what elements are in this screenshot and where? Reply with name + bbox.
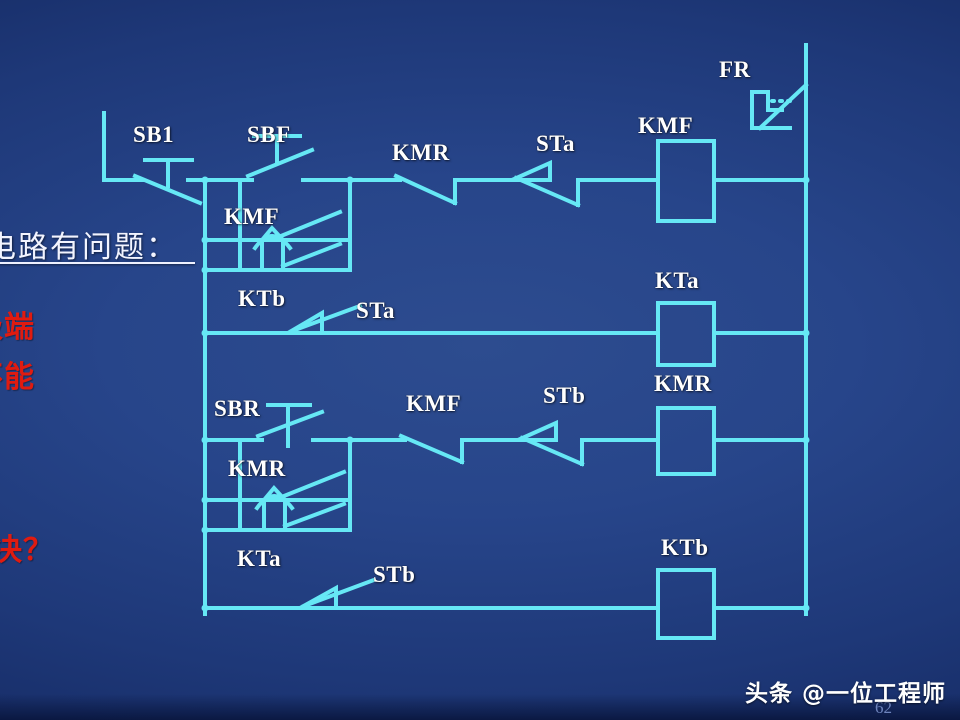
page-title: 电路有问题： (0, 230, 178, 265)
timer3-blade (282, 501, 347, 529)
label-kmr-coil: KMR (654, 371, 712, 396)
note-line-5: 何解决？ (0, 533, 54, 568)
junction-dot (802, 604, 810, 612)
page-number: 62 (875, 698, 892, 717)
sta2-roller-triangle (280, 309, 324, 335)
stb3-roller-triangle (517, 419, 558, 442)
junction-dot (201, 236, 209, 244)
kta-coil-box (656, 301, 716, 367)
junction-dot (201, 496, 209, 504)
sta1-blade (513, 175, 581, 208)
page-title-underline (0, 262, 195, 264)
junction-dot (802, 329, 810, 337)
sb1-blade (132, 173, 203, 206)
note-line-1: 车在两极端 (0, 310, 35, 345)
sta2-blade (289, 303, 363, 334)
label-kmf-contact-rung3: KMF (406, 391, 462, 416)
kmr-nc-blade (393, 173, 458, 206)
timer3-arrow-arc (254, 494, 295, 511)
kmf-nc-blade (398, 433, 465, 465)
sbf-blade (245, 147, 315, 179)
sta1-roller-triangle (511, 159, 552, 182)
label-fr: FR (719, 57, 751, 82)
junction-dot (201, 176, 209, 184)
wire-junctions (201, 176, 810, 612)
stb4-blade (301, 577, 377, 609)
stb4-roller-triangle (292, 584, 338, 610)
junction-dot (201, 329, 209, 337)
label-kta-rung4: KTa (237, 546, 282, 571)
timer1-arrow-arc (252, 234, 293, 251)
label-sta-rung1: STa (536, 131, 576, 156)
label-kta-coil: KTa (655, 268, 700, 293)
label-stb-rung4: STb (373, 562, 416, 587)
kmr-coil-box (656, 406, 716, 476)
watermark: 头条 @一位工程师 (744, 681, 946, 707)
kmr-aux-blade (281, 469, 347, 499)
label-ktb-coil: KTb (661, 535, 709, 560)
label-kmr-contact-rung3: KMR (228, 456, 286, 481)
junction-dot (802, 176, 810, 184)
ktb-coil-box (656, 568, 716, 640)
label-sta-rung2: STa (356, 298, 396, 323)
label-ktb-rung2: KTb (238, 286, 286, 311)
label-sbr: SBR (214, 396, 261, 421)
junction-dot (802, 436, 810, 444)
timer1-blade (280, 241, 343, 269)
label-stb-rung3: STb (543, 383, 586, 408)
junction-dot (201, 266, 209, 274)
junction-dot (346, 176, 354, 184)
junction-dot (201, 526, 209, 534)
note-line-2: 置时，不能 (0, 360, 35, 395)
timer3-arrow-head (261, 484, 288, 503)
label-kmf-coil: KMF (638, 113, 694, 138)
label-sbf: SBF (247, 122, 291, 147)
junction-dot (346, 436, 354, 444)
fr-blade (757, 82, 809, 131)
kmf-aux-blade (278, 209, 343, 239)
label-sb1: SB1 (133, 122, 175, 147)
stb3-blade (519, 435, 585, 467)
kmf-coil-box (656, 139, 716, 223)
label-kmr-contact-rung1: KMR (392, 140, 450, 165)
timer1-arrow-head (259, 224, 286, 243)
junction-dot (201, 604, 209, 612)
junction-dot (201, 436, 209, 444)
label-kmf-contact-rung1: KMF (224, 204, 280, 229)
footer-band (0, 694, 960, 720)
